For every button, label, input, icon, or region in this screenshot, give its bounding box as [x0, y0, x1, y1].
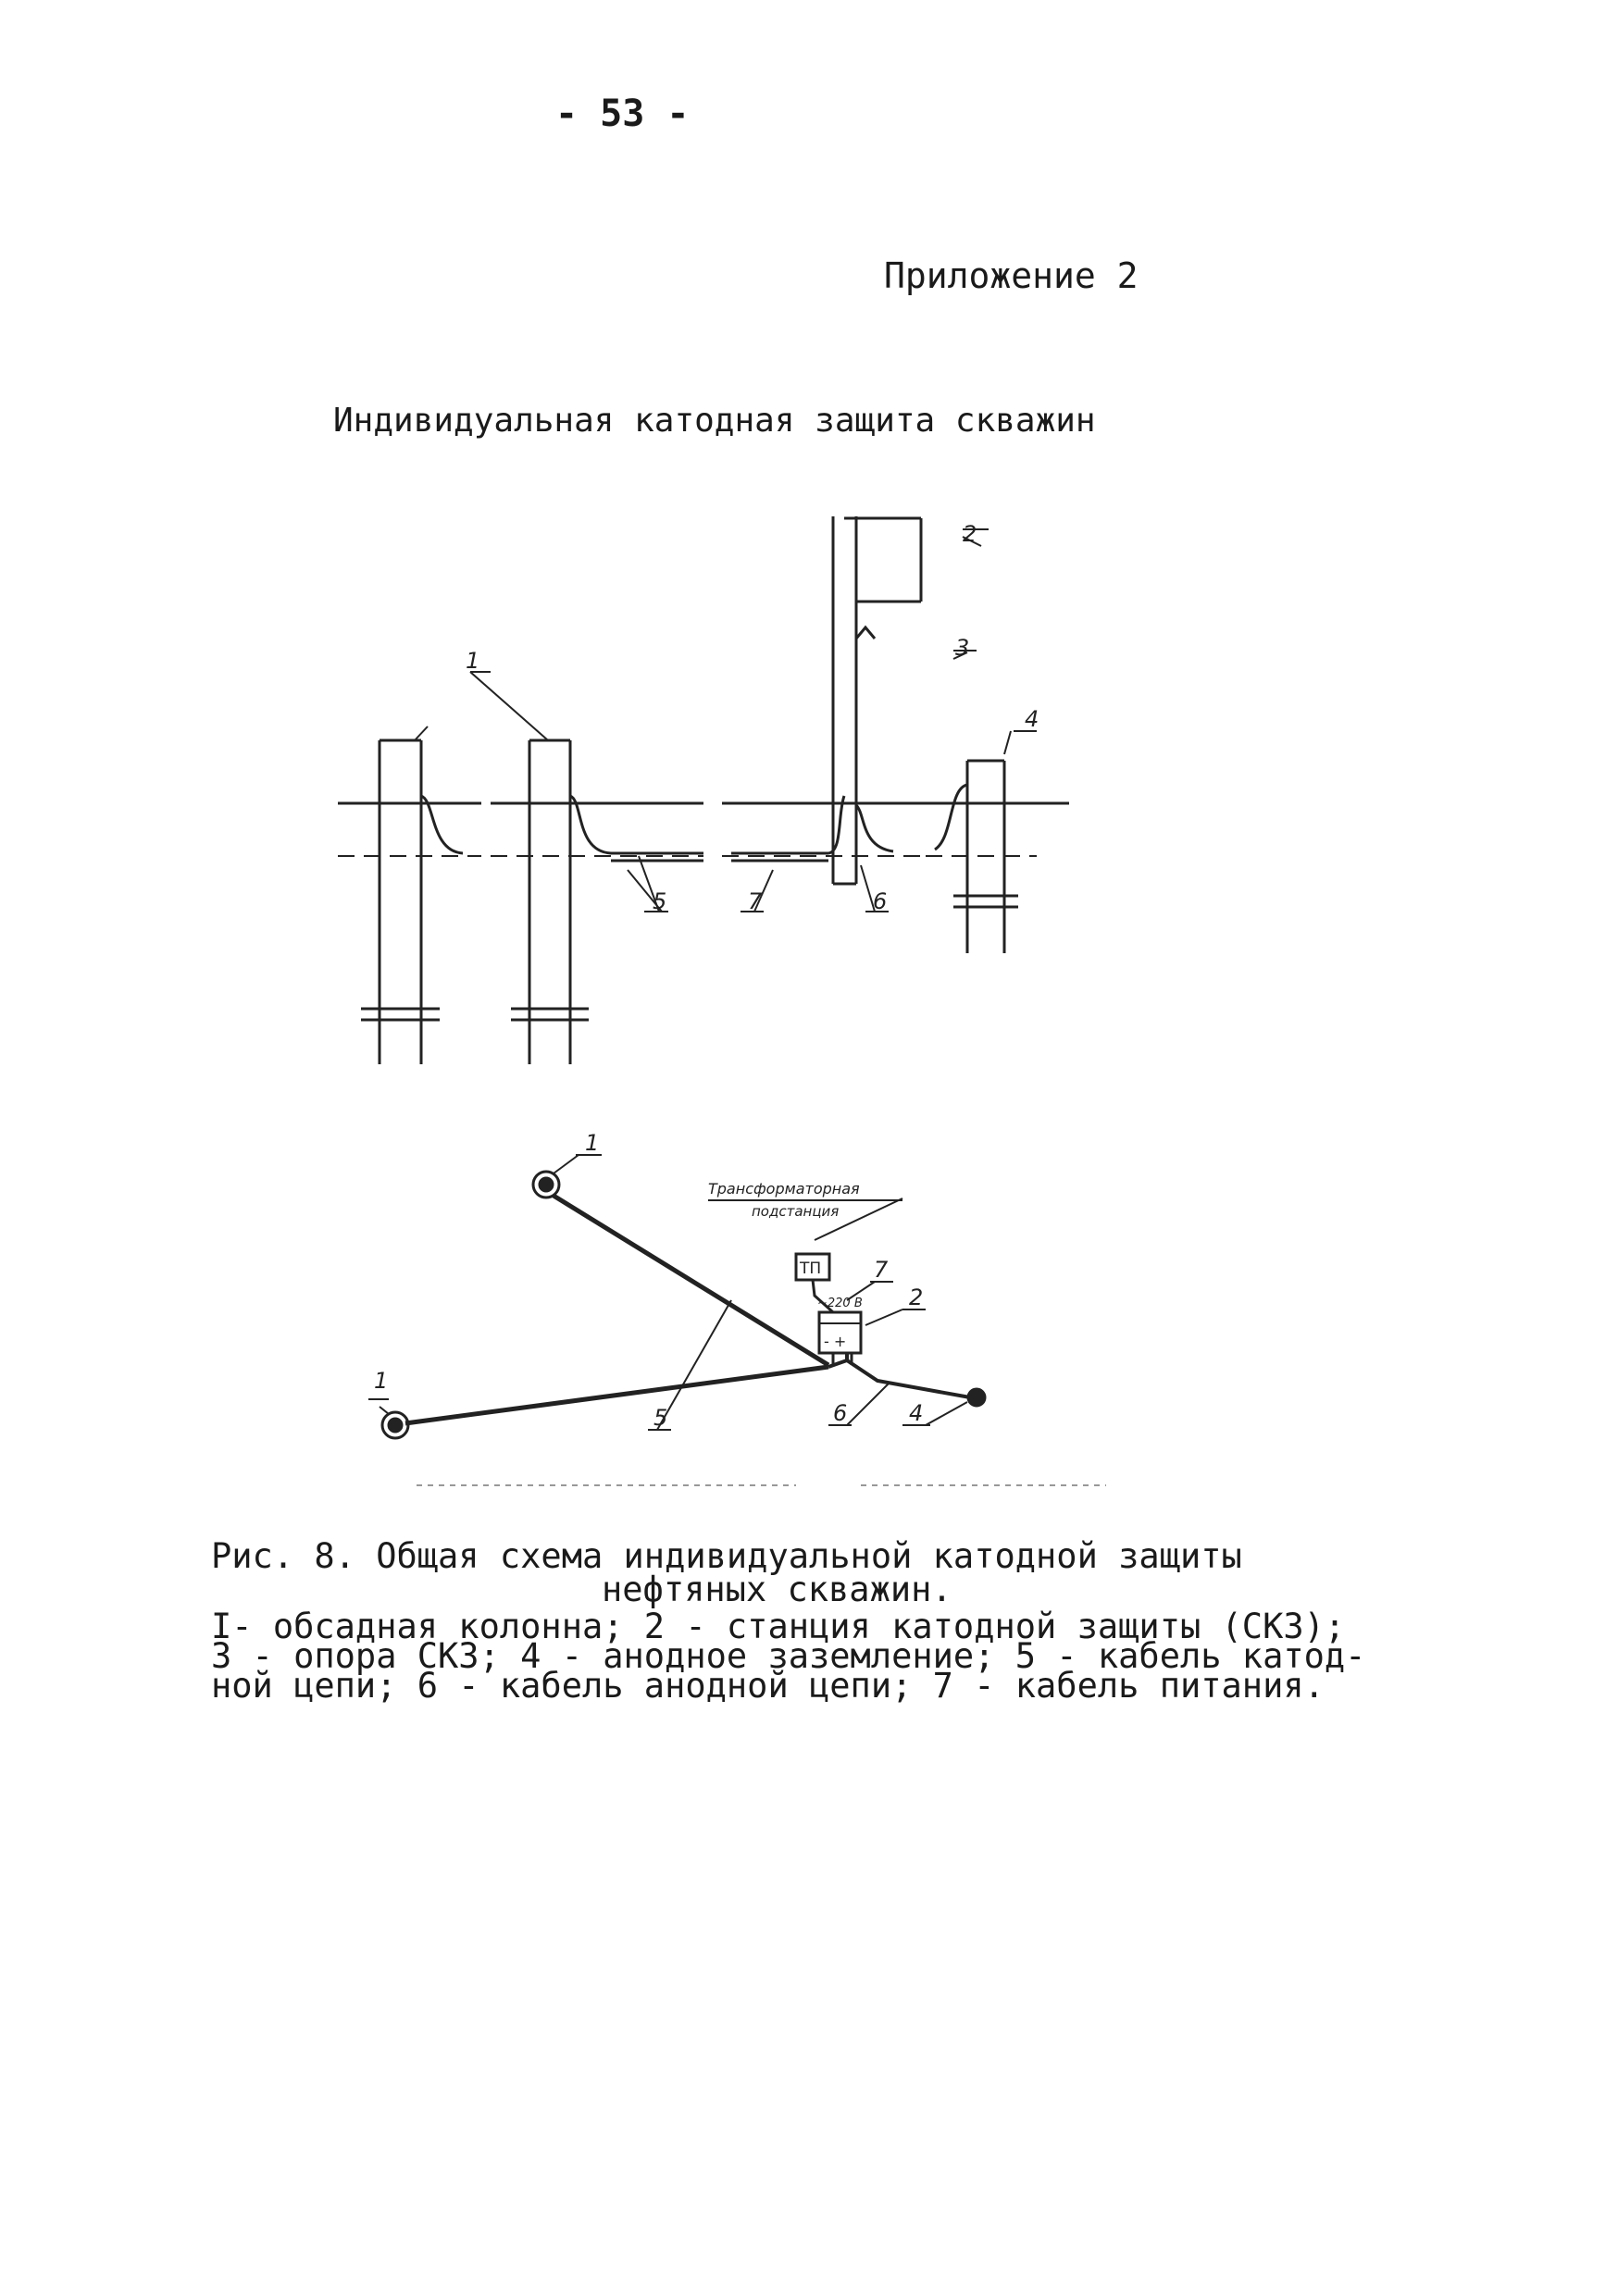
page-number: - 53 - [555, 93, 690, 135]
well-casing-left [361, 738, 464, 1064]
label-cathode-cable: 5 [653, 888, 666, 914]
tp-label: ТП [799, 1260, 821, 1278]
voltage-label: ~220 В [817, 1297, 863, 1310]
label-anode: 4 [1025, 706, 1039, 732]
label-support: 3 [955, 635, 969, 661]
label-casing-plan-top: 1 [585, 1130, 599, 1156]
leader-lines-top [414, 528, 1037, 912]
caption-line-1: Рис. 8. Общая схема индивидуальной катод… [211, 1536, 1242, 1576]
skz-support-pole [831, 516, 858, 886]
transformer-label-1: Трансформаторная [708, 1180, 860, 1198]
transformer-label-2: подстанция [752, 1203, 839, 1220]
caption-line-3: I- обсадная колонна; 2 - станция катодно… [211, 1607, 1346, 1646]
plan-view [380, 1170, 987, 1440]
anode-grounding [934, 759, 1018, 953]
appendix-label: Приложение 2 [884, 255, 1139, 296]
label-anode-plan: 4 [909, 1400, 923, 1426]
cathode-cable-underground [731, 795, 894, 863]
label-power-cable: 7 [748, 888, 763, 914]
label-power-cable-plan: 7 [874, 1257, 889, 1283]
ground-line [338, 801, 1069, 857]
well-casing-right [511, 738, 703, 1064]
polarity-label: - + [824, 1333, 846, 1350]
label-station: 2 [963, 521, 977, 547]
leader-lines-plan [368, 1154, 968, 1431]
cathodic-station-box [844, 516, 923, 639]
caption-line-5: ной цепи; 6 - кабель анодной цепи; 7 - к… [211, 1666, 1325, 1706]
label-casing: 1 [466, 648, 479, 674]
label-cathode-cable-plan: 5 [653, 1405, 667, 1431]
label-anode-cable: 6 [873, 888, 887, 914]
label-station-plan: 2 [909, 1285, 923, 1310]
label-casing-plan-left: 1 [374, 1368, 388, 1394]
caption-line-2: нефтяных скважин. [602, 1570, 952, 1609]
page-title: Индивидуальная катодная защита скважин [333, 402, 1096, 440]
caption-line-4: 3 - опора СКЗ; 4 - анодное заземление; 5… [211, 1636, 1366, 1676]
label-anode-cable-plan: 6 [833, 1400, 847, 1426]
